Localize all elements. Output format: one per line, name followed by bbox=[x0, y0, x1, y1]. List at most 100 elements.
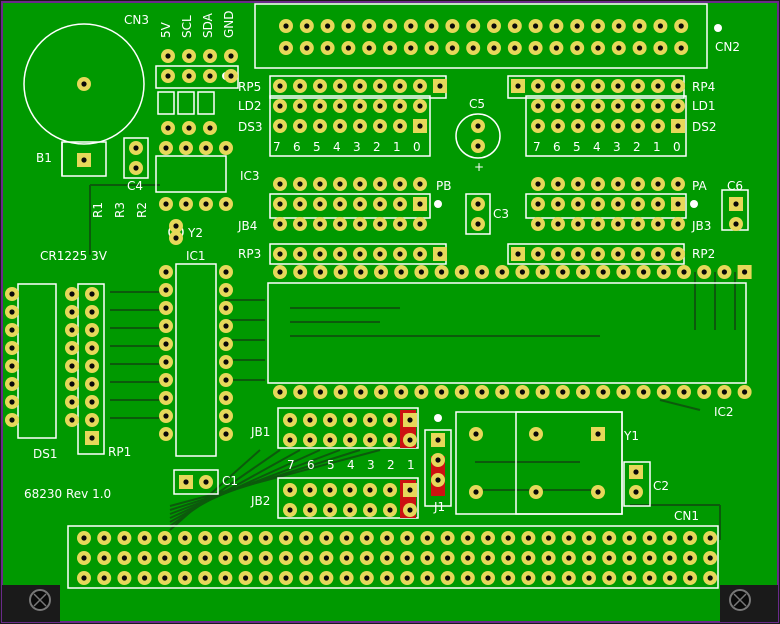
cn2-row-b-pad-17-hole bbox=[637, 45, 643, 51]
ic3-top-pad-1-hole bbox=[183, 145, 189, 151]
jb3-top-pad-2-hole bbox=[575, 201, 581, 207]
ld1-pad-1-hole bbox=[555, 103, 561, 109]
cn1-row-b-pad-4-hole bbox=[162, 555, 168, 561]
ic1-right-pad-1-hole bbox=[223, 287, 229, 293]
ic1-right-pad-2-hole bbox=[223, 305, 229, 311]
label-pa: PA bbox=[692, 179, 707, 193]
ic2-top-pad-11-hole bbox=[499, 269, 505, 275]
jb4-top-pad-5-hole bbox=[377, 201, 383, 207]
ic2-top-pad-18-hole bbox=[641, 269, 647, 275]
rp1-pad-5-hole bbox=[89, 381, 95, 387]
ds3-pad-3-hole bbox=[337, 123, 343, 129]
cn2-row-a-pad-3-hole bbox=[345, 23, 351, 29]
jb2-bottom-pad-5-hole bbox=[387, 507, 393, 513]
cn2-row-a-pad-17-hole bbox=[637, 23, 643, 29]
y1-inner-outline bbox=[515, 411, 623, 515]
cn3-res-bottom-pad-2-hole bbox=[207, 125, 213, 131]
pin1-marker-2 bbox=[434, 200, 442, 208]
label-bit-left-6: 6 bbox=[293, 140, 301, 154]
jb1-top-pad-4-hole bbox=[367, 417, 373, 423]
cn1-row-b-pad-15-hole bbox=[384, 555, 390, 561]
ds1-left-pad-5-hole bbox=[9, 381, 15, 387]
trace-jb-fan-1 bbox=[169, 449, 281, 527]
rp4-pad-1-hole bbox=[535, 83, 541, 89]
cn2-row-b-pad-16-hole bbox=[616, 45, 622, 51]
label-b1: B1 bbox=[36, 151, 52, 165]
rp4-pad-5-hole bbox=[615, 83, 621, 89]
pb-row-pad-6-hole bbox=[397, 181, 403, 187]
ic2-bottom-pad-7-hole bbox=[418, 389, 424, 395]
ic2-top-pad-16-hole bbox=[600, 269, 606, 275]
cn2-row-b-pad-15-hole bbox=[595, 45, 601, 51]
label-battery: CR1225 3V bbox=[40, 249, 108, 263]
ld2-pad-6-hole bbox=[397, 103, 403, 109]
rp3-pad-2-hole bbox=[317, 251, 323, 257]
cn1-row-c-pad-19-hole bbox=[465, 575, 471, 581]
cn1-row-c-pad-10-hole bbox=[283, 575, 289, 581]
trace-jb-fan-4 bbox=[169, 449, 341, 515]
label-r2: R2 bbox=[135, 202, 149, 218]
ds1-left-pad-2-hole bbox=[9, 327, 15, 333]
cn1-row-b-pad-5-hole bbox=[182, 555, 188, 561]
ds3-pad-0-hole bbox=[277, 123, 283, 129]
ds1-left-pad-3-hole bbox=[9, 345, 15, 351]
ic1-left-pad-8-hole bbox=[163, 413, 169, 419]
cn1-row-c-pad-20-hole bbox=[485, 575, 491, 581]
rp3-pad-5-hole bbox=[377, 251, 383, 257]
ds2-pad-5-hole bbox=[635, 123, 641, 129]
ic2-top-pad-17-hole bbox=[620, 269, 627, 275]
rp4-pad-6-hole bbox=[635, 83, 641, 89]
rp2-pad-8-hole bbox=[675, 251, 681, 257]
ds2-pad-1-hole bbox=[555, 123, 561, 129]
label-c3: C3 bbox=[493, 207, 509, 221]
label-bit-left-3: 3 bbox=[353, 140, 361, 154]
ic1-outline bbox=[175, 263, 217, 457]
pb-row-pad-3-hole bbox=[337, 181, 343, 187]
cn1-row-a-pad-6-hole bbox=[202, 535, 208, 541]
rp3-pad-0-hole bbox=[277, 251, 283, 257]
pb-row-pad-5-hole bbox=[377, 181, 383, 187]
label-bit-right-1: 1 bbox=[653, 140, 661, 154]
j1-pad-1-hole bbox=[435, 457, 441, 463]
jb3-bottom-pad-4-hole bbox=[615, 221, 621, 227]
label-pb: PB bbox=[436, 179, 451, 193]
ds1-left-pad-4-hole bbox=[9, 363, 15, 369]
ic2-top-pad-20-hole bbox=[681, 269, 687, 275]
cn1-row-b-pad-25-hole bbox=[586, 555, 592, 561]
label-jb3: JB3 bbox=[691, 219, 711, 233]
cn1-row-a-pad-30-hole bbox=[687, 535, 693, 541]
cn1-row-b-pad-28-hole bbox=[647, 555, 653, 561]
jb2-top-pad-6-hole bbox=[407, 487, 413, 493]
ic1-right-pad-8-hole bbox=[223, 413, 229, 419]
buzzer-pad-0-hole bbox=[81, 81, 87, 87]
cn1-row-b-pad-13-hole bbox=[344, 555, 350, 561]
ds1-left-pad-7-hole bbox=[9, 417, 15, 423]
ic1-right-pad-6-hole bbox=[223, 377, 229, 383]
cn1-row-a-pad-15-hole bbox=[384, 535, 390, 541]
ic2-bottom-pad-17-hole bbox=[620, 389, 627, 395]
cn2-row-b-pad-19-hole bbox=[678, 45, 684, 51]
ic2-top-pad-14-hole bbox=[560, 269, 566, 275]
jb4-top-pad-0-hole bbox=[277, 201, 283, 207]
cn1-row-c-pad-24-hole bbox=[566, 575, 572, 581]
rp5-pad-8-hole bbox=[437, 83, 443, 89]
ds3-pad-7-hole bbox=[417, 123, 423, 129]
label-bit-right-6: 6 bbox=[553, 140, 561, 154]
jb3-bottom-pad-1-hole bbox=[555, 221, 561, 227]
ds1-right-pad-3-hole bbox=[69, 345, 75, 351]
jb4-bottom-pad-4-hole bbox=[357, 221, 363, 227]
ds1-right-pad-6-hole bbox=[69, 399, 75, 405]
cn2-outline bbox=[254, 3, 708, 69]
pa-row-pad-3-hole bbox=[595, 181, 601, 187]
ic1-left-pad-1-hole bbox=[163, 287, 169, 293]
cn2-row-b-pad-7-hole bbox=[429, 45, 435, 51]
cn2-row-a-pad-19-hole bbox=[678, 23, 684, 29]
rp4-pad-0-hole bbox=[515, 83, 521, 89]
jb3-bottom-pad-7-hole bbox=[675, 221, 681, 227]
jb1-outline bbox=[277, 407, 419, 449]
cn1-row-c-pad-1-hole bbox=[101, 575, 107, 581]
ic1-right-pad-3-hole bbox=[223, 323, 229, 329]
cn1-row-b-pad-8-hole bbox=[243, 555, 249, 561]
ds3-pad-2-hole bbox=[317, 123, 323, 129]
